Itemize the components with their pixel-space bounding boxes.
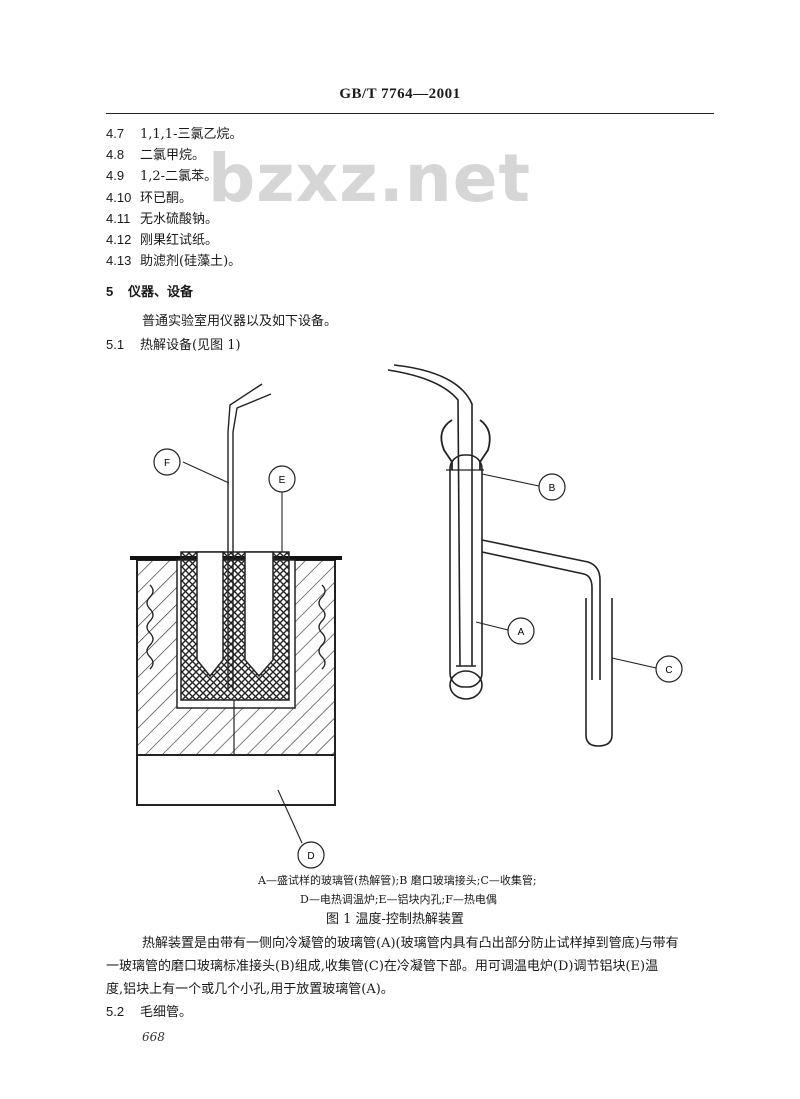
glass-apparatus-drawing bbox=[387, 364, 613, 747]
pyrolysis-apparatus-figure: F E B A C D bbox=[130, 364, 683, 869]
svg-text:F: F bbox=[164, 458, 170, 469]
label-D: D bbox=[297, 841, 325, 869]
figure-caption: 图 1 温度-控制热解装置 bbox=[326, 912, 464, 927]
description-paragraph-line-1: 热解装置是由带有一侧向冷凝管的玻璃管(A)(玻璃管内具有凸出部分防止试样掉到管底… bbox=[142, 936, 679, 951]
section-5-intro: 普通实验室用仪器以及如下设备。 bbox=[142, 314, 338, 329]
label-E: E bbox=[268, 465, 296, 493]
description-paragraph-line-3: 度,铝块上有一个或几个小孔,用于放置玻璃管(A)。 bbox=[106, 982, 394, 997]
label-A: A bbox=[507, 617, 535, 645]
header-rule bbox=[106, 113, 714, 114]
svg-text:D: D bbox=[307, 851, 314, 862]
label-F: F bbox=[153, 448, 181, 476]
label-B: B bbox=[538, 473, 566, 501]
furnace-drawing bbox=[130, 383, 342, 806]
watermark: bzxz.net bbox=[208, 140, 532, 217]
standard-code-header: GB/T 7764—2001 bbox=[339, 86, 461, 102]
svg-text:A: A bbox=[518, 627, 525, 638]
description-paragraph-line-2: 一玻璃管的磨口玻璃标准接头(B)组成,收集管(C)在冷凝管下部。用可调温电炉(D… bbox=[106, 959, 659, 974]
svg-text:E: E bbox=[279, 475, 286, 486]
page-number: 668 bbox=[142, 1030, 165, 1044]
figure-legend-line-2: D—电热调温炉;E—铝块内孔;F—热电偶 bbox=[300, 893, 497, 906]
svg-text:C: C bbox=[665, 665, 672, 676]
label-C: C bbox=[655, 655, 683, 683]
svg-text:B: B bbox=[549, 483, 556, 494]
figure-legend-line-1: A—盛试样的玻璃管(热解管);B 磨口玻璃接头;C—收集管; bbox=[258, 874, 537, 887]
